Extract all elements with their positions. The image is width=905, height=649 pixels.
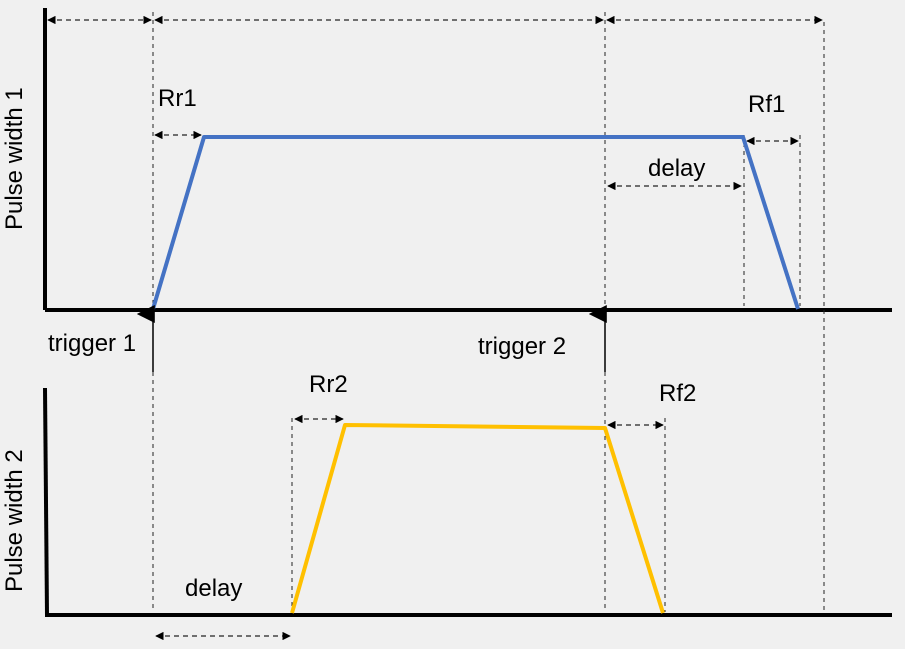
label-rr2: Rr2 bbox=[309, 371, 348, 398]
label-rf1: Rf1 bbox=[748, 91, 785, 118]
ylabel-bottom: Pulse width 2 bbox=[1, 449, 28, 592]
pulse2-trace bbox=[290, 423, 665, 614]
ylabel-top: Pulse width 1 bbox=[1, 87, 28, 230]
label-trigger1: trigger 1 bbox=[48, 330, 136, 357]
label-delay-top: delay bbox=[648, 155, 705, 182]
pulse1-trace bbox=[151, 135, 800, 310]
label-rf2: Rf2 bbox=[659, 380, 696, 407]
label-delay-bottom: delay bbox=[185, 575, 242, 602]
bottom-y-axis bbox=[43, 387, 49, 616]
label-rr1: Rr1 bbox=[158, 85, 197, 112]
label-trigger2: trigger 2 bbox=[478, 333, 566, 360]
